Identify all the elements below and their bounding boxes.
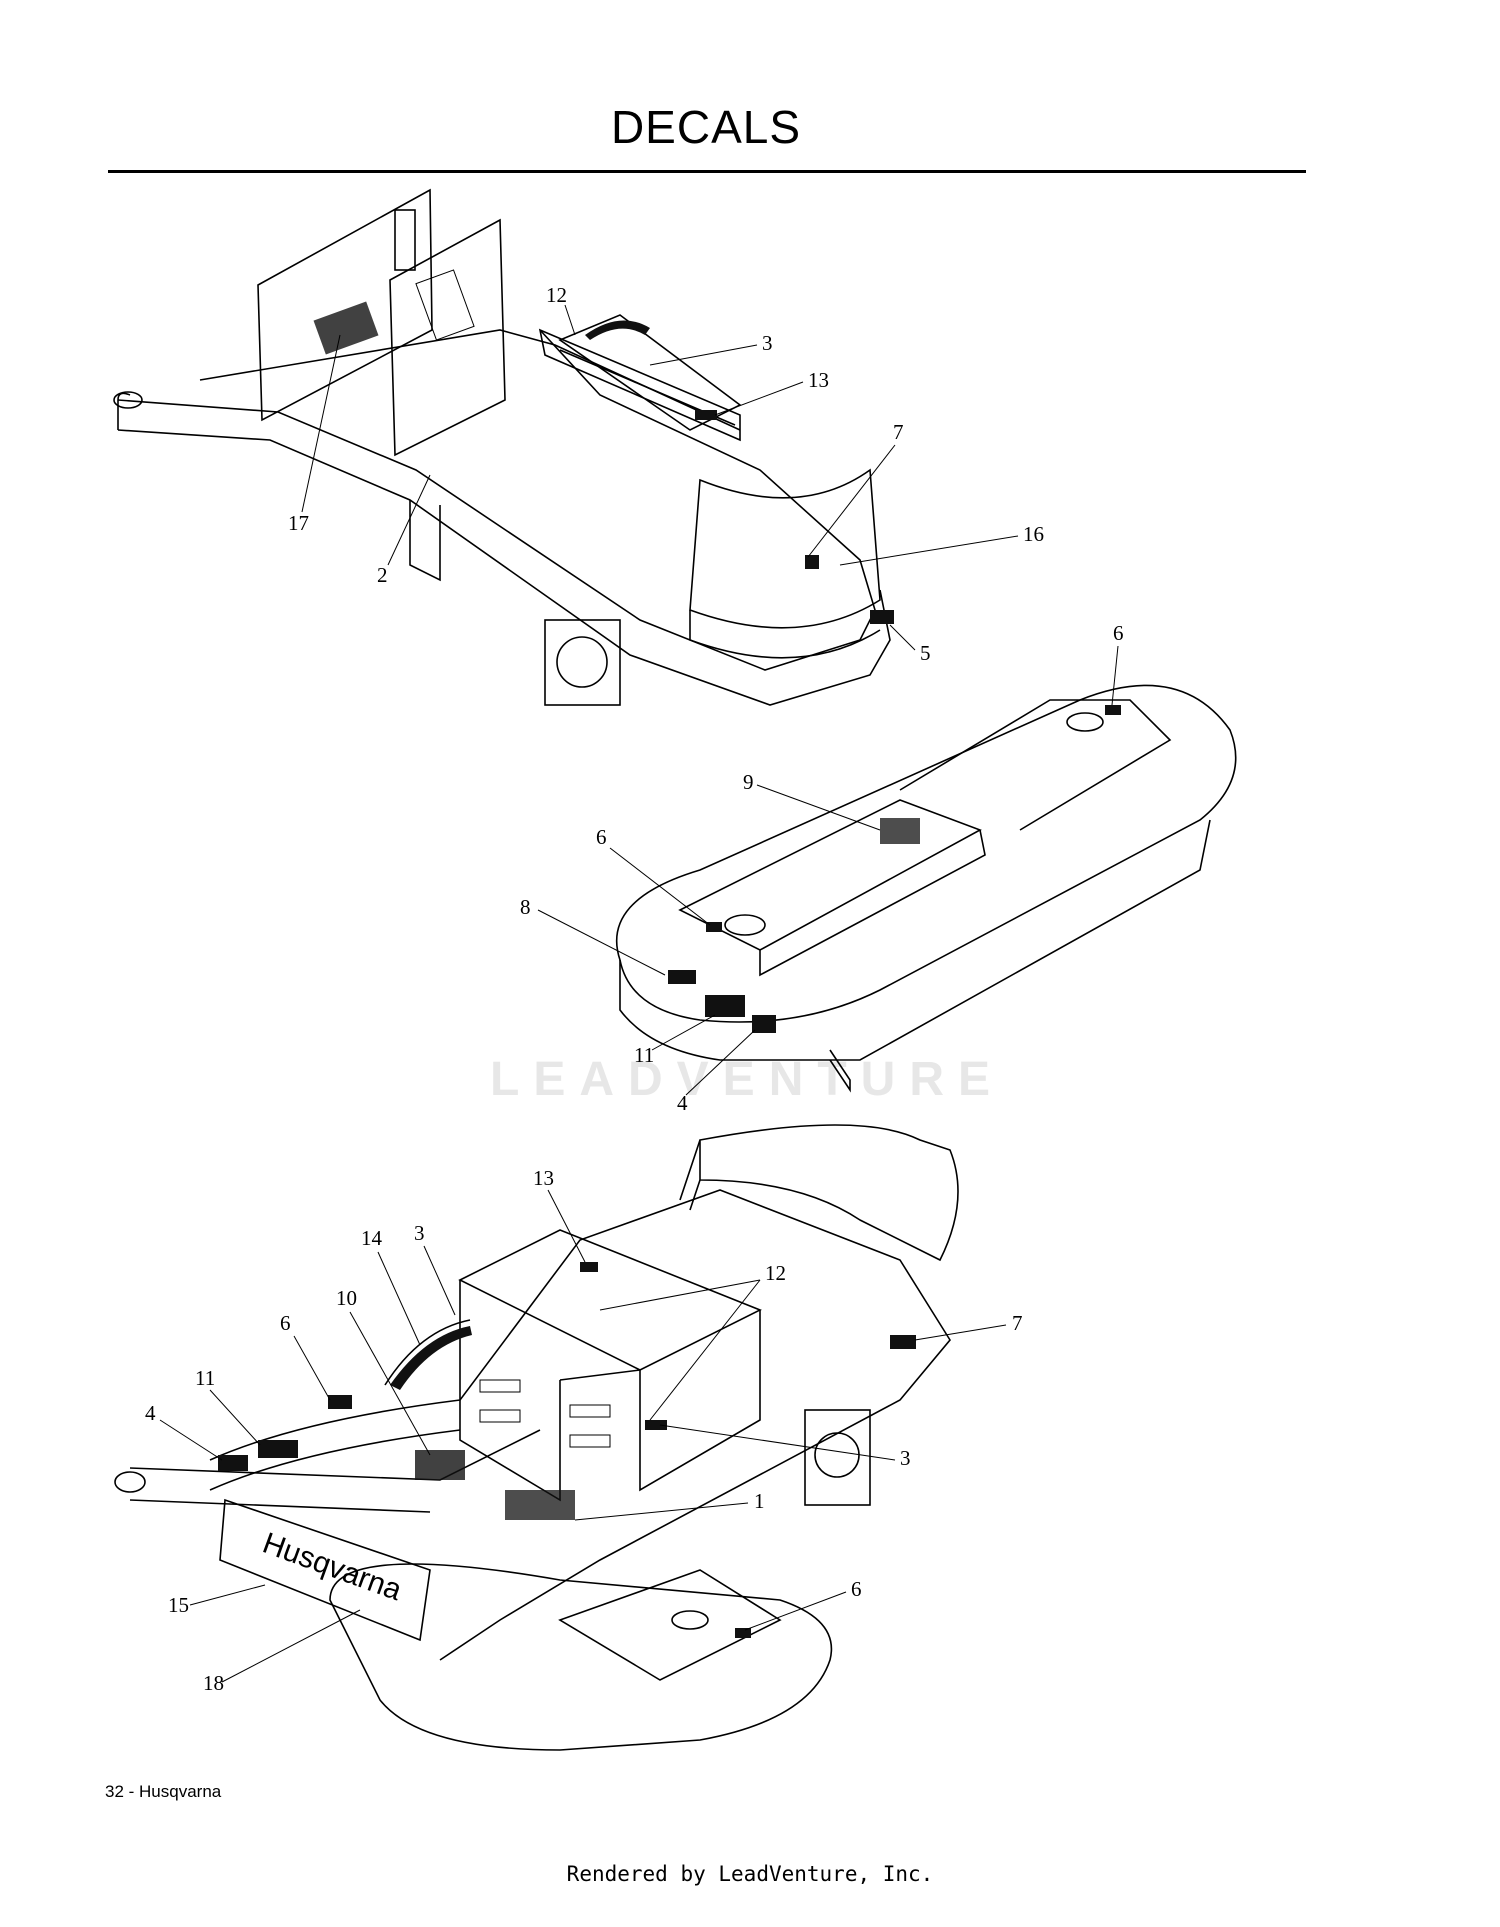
deck-callouts: 6 9 6 8 11 4 [520,621,1124,1115]
callout-asm-10: 10 [336,1286,357,1310]
callout-asm-4: 4 [145,1401,156,1425]
callout-asm-6a: 6 [280,1311,291,1335]
callout-deck-6b: 6 [596,825,607,849]
callout-asm-18: 18 [203,1671,224,1695]
assembly-illustration: Husqvarna [114,1124,959,1751]
callout-frame-13: 13 [808,368,829,392]
callout-deck-11: 11 [634,1043,654,1067]
callout-asm-14: 14 [361,1226,383,1250]
callout-asm-13: 13 [533,1166,554,1190]
brand-bumper-label: Husqvarna [258,1527,406,1608]
callout-asm-3a: 3 [414,1221,425,1245]
callout-frame-3: 3 [762,331,773,355]
callout-deck-6a: 6 [1113,621,1124,645]
callout-frame-17: 17 [288,511,309,535]
callout-frame-16: 16 [1023,522,1044,546]
callout-deck-9: 9 [743,770,754,794]
callout-asm-3b: 3 [900,1446,911,1470]
callout-deck-8: 8 [520,895,531,919]
callout-asm-7: 7 [1012,1311,1023,1335]
assembly-callouts: 13 14 3 12 10 6 11 4 7 3 1 6 15 18 [145,1166,1023,1695]
callout-frame-5: 5 [920,641,931,665]
title-rule [108,170,1306,173]
callout-frame-12: 12 [546,283,567,307]
callout-asm-1: 1 [754,1489,765,1513]
callout-frame-7: 7 [893,420,904,444]
frame-callouts: 12 3 13 7 16 5 17 2 [288,283,1044,665]
callout-asm-15: 15 [168,1593,189,1617]
watermark: LEADVENTURE [490,1053,1005,1106]
rendered-by-footer: Rendered by LeadVenture, Inc. [566,1862,934,1886]
callout-asm-6b: 6 [851,1577,862,1601]
callout-asm-12: 12 [765,1261,786,1285]
page-label: 32 - Husqvarna [105,1782,222,1801]
frame-illustration [113,188,894,706]
page-title: DECALS [610,101,802,153]
deck-illustration [615,684,1237,1093]
callout-deck-4: 4 [677,1091,688,1115]
callout-frame-2: 2 [377,563,388,587]
callout-asm-11: 11 [195,1366,215,1390]
